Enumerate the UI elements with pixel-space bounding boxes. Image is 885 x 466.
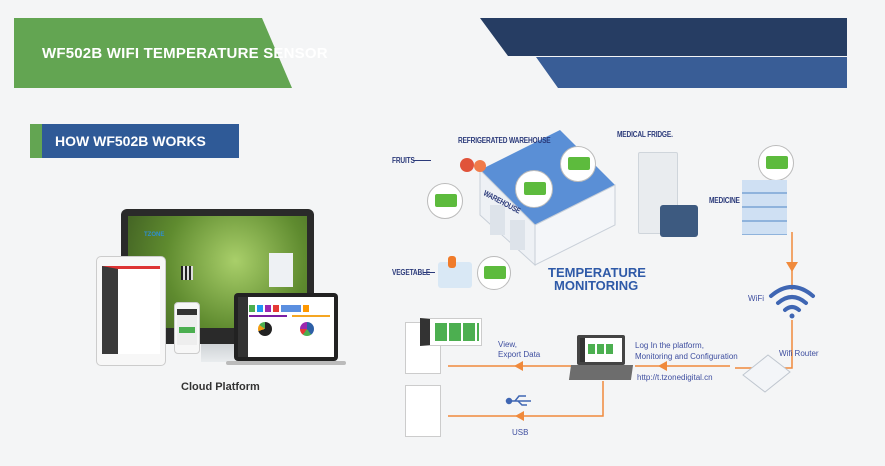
- cooler-box-icon: [660, 205, 698, 237]
- cloud-platform-caption: Cloud Platform: [181, 381, 260, 393]
- arrow-left: [514, 361, 523, 371]
- header-green-band: [14, 18, 292, 88]
- arrow-left: [515, 411, 524, 421]
- monitor-stand: [201, 344, 235, 362]
- label-refrigerated-warehouse: REFRIGERATED WAREHOUSE: [458, 136, 551, 145]
- label-export-data: Export Data: [498, 350, 541, 359]
- login-box: [269, 253, 293, 287]
- sensor-icon: [477, 256, 511, 290]
- fruits-icon: [460, 158, 474, 172]
- sensor-icon: [560, 146, 596, 182]
- label-login-line2: Monitoring and Configuration: [635, 352, 738, 361]
- label-wifi: WiFi: [748, 294, 764, 303]
- header-title: WF502B WIFI TEMPERATURE SENSOR: [42, 45, 328, 62]
- label-medicine: MEDICINE: [709, 196, 740, 205]
- report-document: [405, 385, 441, 437]
- pie-chart-1: [258, 322, 272, 336]
- cloud-platform-image: TZONE: [86, 206, 346, 371]
- router-icon: [742, 354, 791, 393]
- sensor-icon: [515, 170, 553, 208]
- label-fruits: FRUITS: [392, 156, 415, 165]
- label-wifi-router: Wifi Router: [779, 349, 819, 358]
- fruits-icon: [474, 160, 486, 172]
- arrow-down: [786, 262, 798, 272]
- section-title: HOW WF502B WORKS: [55, 133, 206, 149]
- label-vegetable: VEGETABLE: [392, 268, 431, 277]
- header-blue-bands: [480, 18, 847, 88]
- pie-chart-2: [300, 322, 314, 336]
- usb-icon: [505, 395, 531, 406]
- label-view: View,: [498, 340, 517, 349]
- wifi-icon: [769, 285, 815, 312]
- diagram-title-line1: TEMPERATURE: [548, 265, 646, 280]
- brand-logo: TZONE: [144, 232, 165, 238]
- medicine-shelf-icon: [742, 180, 787, 235]
- section-accent: [30, 124, 42, 158]
- arrow-left: [658, 361, 667, 371]
- tablet-screen: [102, 266, 160, 354]
- label-medical-fridge: MEDICAL FRIDGE.: [617, 130, 673, 139]
- qr-code: [181, 266, 193, 280]
- sensor-icon: [758, 145, 794, 181]
- platform-url[interactable]: http://t.tzonedigital.cn: [637, 373, 713, 382]
- section-title-box: [42, 124, 239, 158]
- label-login-line1: Log In the platform,: [635, 341, 704, 350]
- sensor-icon: [427, 183, 463, 219]
- diagram-title-line2: MONITORING: [554, 278, 639, 293]
- header-banner: [14, 18, 503, 88]
- label-usb: USB: [512, 428, 529, 437]
